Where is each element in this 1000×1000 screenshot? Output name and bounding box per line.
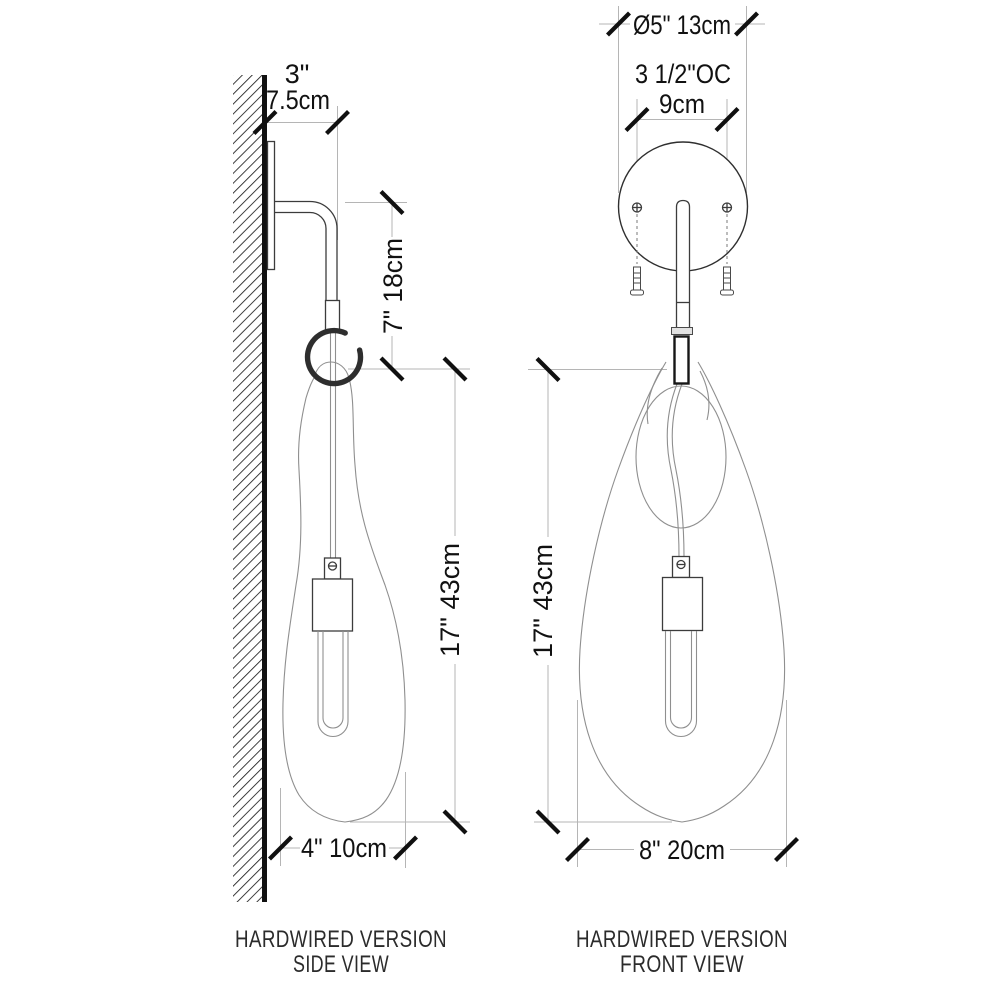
cord-front bbox=[666, 383, 685, 558]
mounting-screw-left bbox=[630, 266, 644, 296]
front-width-label: 8" 20cm bbox=[639, 835, 725, 865]
arm-collar bbox=[671, 327, 693, 335]
side-height-label: 17" 43cm bbox=[435, 543, 465, 657]
side-projection-inches-label: 3" bbox=[285, 59, 310, 89]
glass-shade-side bbox=[282, 361, 406, 823]
front-canopy-diameter-label: Ø5" 13cm bbox=[633, 10, 731, 40]
front-mount-spacing-inches-label: 3 1/2"OC bbox=[635, 59, 731, 89]
canopy-screw-left bbox=[631, 202, 643, 213]
side-dimension-ticks bbox=[252, 110, 468, 861]
cord-side bbox=[329, 331, 337, 558]
bulb-front bbox=[664, 631, 698, 737]
front-mount-spacing-cm-label: 9cm bbox=[659, 89, 705, 119]
side-dimension-lines bbox=[265, 106, 470, 868]
wall-hatch bbox=[233, 75, 262, 902]
side-view-caption-line2: SIDE VIEW bbox=[293, 951, 389, 978]
side-drop-label: 7" 18cm bbox=[378, 238, 408, 334]
front-view-drawing: Ø5" 13cm 3 1/2"OC 9cm 17" 43cm 8" 20cm H… bbox=[528, 6, 799, 978]
socket-front bbox=[661, 555, 704, 632]
wall-section bbox=[233, 75, 267, 902]
hanging-ring bbox=[304, 327, 364, 387]
front-view-caption-line2: FRONT VIEW bbox=[620, 951, 744, 978]
bulb-side bbox=[317, 631, 349, 737]
front-height-label: 17" 43cm bbox=[528, 544, 558, 658]
front-view-caption-line1: HARDWIRED VERSION bbox=[576, 926, 788, 953]
glass-shade-front bbox=[578, 361, 786, 823]
mounting-plate-side bbox=[266, 140, 276, 271]
glass-neck-fold-left bbox=[646, 367, 663, 425]
side-view-caption-line1: HARDWIRED VERSION bbox=[235, 926, 447, 953]
hook-front bbox=[673, 335, 690, 385]
mounting-screw-right bbox=[720, 266, 734, 296]
sconce-arm-side bbox=[274, 200, 341, 332]
arm-stem-front bbox=[675, 199, 691, 332]
side-view-drawing: 3" 7.5cm 7" 18cm 17" 43cm 4" 10cm HARDWI… bbox=[233, 59, 470, 978]
socket-side bbox=[311, 557, 354, 632]
canopy-screw-right bbox=[721, 202, 733, 213]
glass-neck-fold-right bbox=[699, 370, 710, 421]
wall-surface-line bbox=[262, 75, 267, 902]
side-width-label: 4" 10cm bbox=[301, 833, 387, 863]
side-projection-cm-label: 7.5cm bbox=[266, 85, 330, 115]
arm-end-tab bbox=[324, 299, 341, 332]
front-dimension-lines bbox=[528, 6, 787, 867]
front-dimension-ticks bbox=[535, 11, 799, 862]
